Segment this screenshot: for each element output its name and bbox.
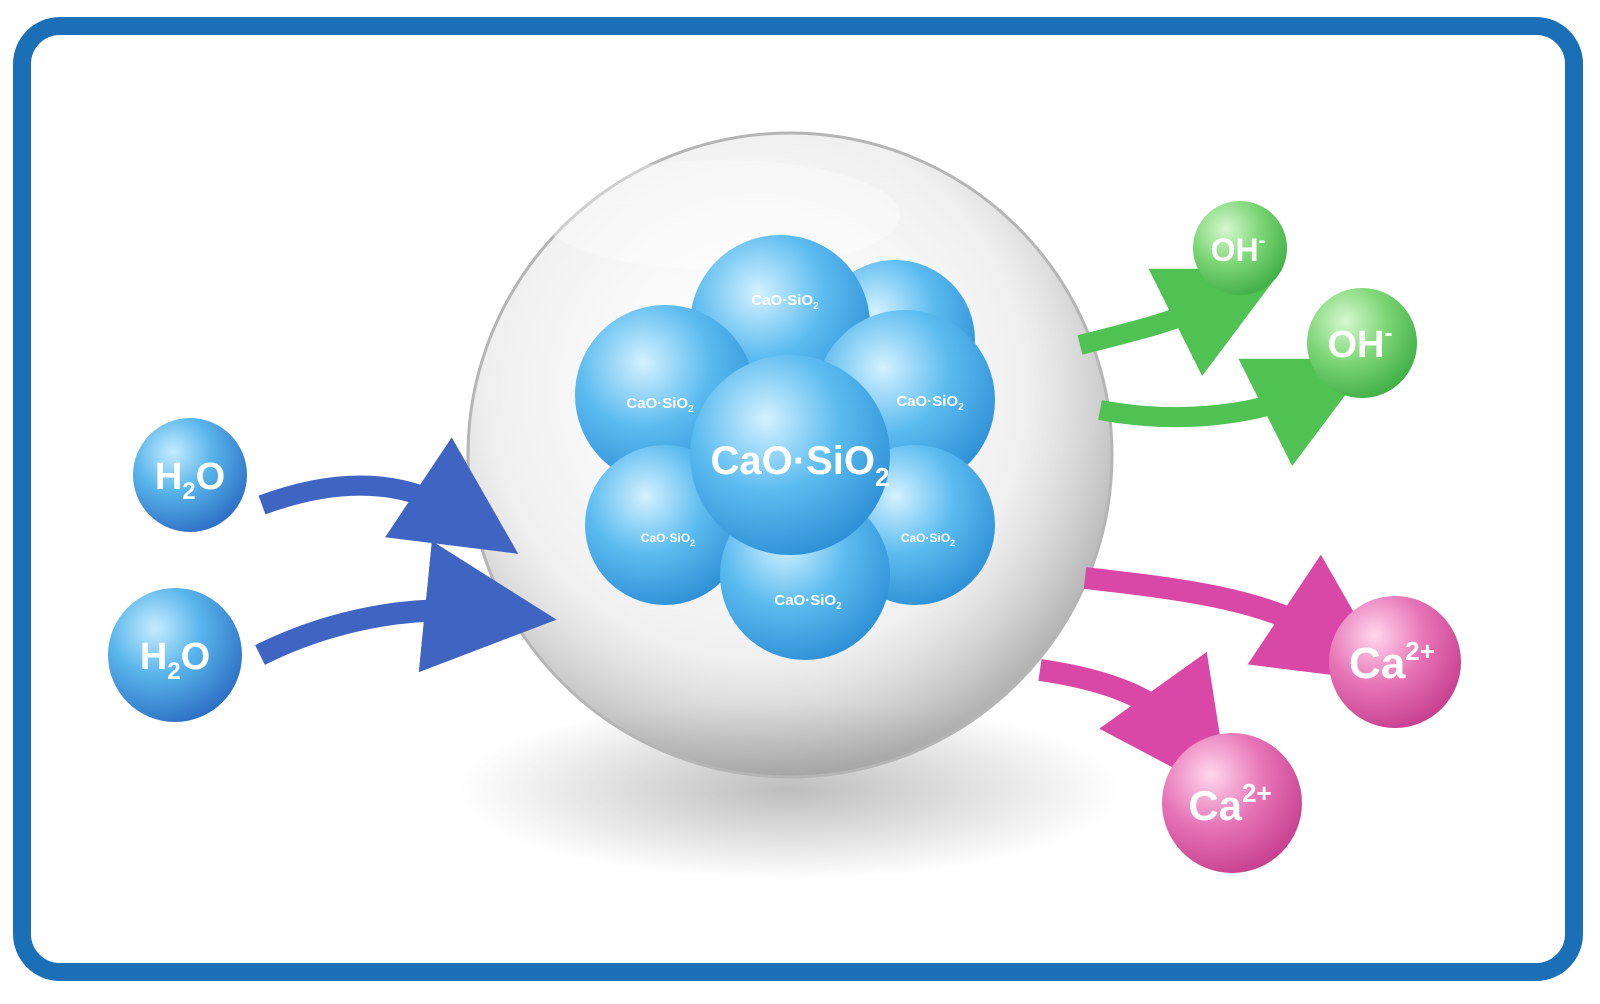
water-label-1: H2O (155, 456, 225, 505)
hydroxide-label-1: OH- (1211, 230, 1266, 268)
core-sphere-center (690, 355, 890, 555)
core-label-center: CaO·SiO2 (711, 439, 890, 492)
arrow-hydroxide-out-2 (1098, 358, 1373, 467)
hydroxide-ion-1: OH- (1193, 201, 1287, 295)
arrow-calcium-out-2 (1038, 651, 1230, 798)
calcium-label-1: Ca2+ (1349, 636, 1435, 688)
core-label-right: CaO·SiO2 (896, 393, 964, 413)
calcium-ion-1: Ca2+ (1329, 596, 1461, 728)
water-label-2: H2O (140, 636, 210, 685)
hydroxide-ion-2: OH- (1307, 288, 1417, 398)
core-label-left: CaO·SiO2 (626, 395, 694, 415)
arrow-calcium-out-1 (1083, 554, 1395, 683)
core-label-bottom: CaO·SiO2 (774, 592, 842, 612)
water-molecule-2: H2O (108, 588, 242, 722)
hydroxide-label-2: OH- (1328, 320, 1393, 366)
bubble-highlight (540, 160, 900, 270)
arrow-water-in-2 (255, 540, 557, 673)
arrow-hydroxide-out-1 (1077, 268, 1283, 377)
core-label-bottom-right: CaO·SiO2 (901, 531, 955, 548)
arrow-water-in-1 (258, 437, 519, 554)
calcium-label-2: Ca2+ (1188, 778, 1271, 829)
water-molecule-1: H2O (133, 418, 247, 532)
core-cluster: CaO·SiO2 CaO·SiO2 CaO·SiO2 CaO·SiO2 CaO·… (575, 235, 995, 660)
core-label-top: CaO·SiO2 (751, 292, 819, 312)
bubble-shadow (460, 700, 1120, 880)
core-label-bottom-left: CaO·SiO2 (641, 531, 695, 548)
calcium-ion-2: Ca2+ (1162, 733, 1302, 873)
